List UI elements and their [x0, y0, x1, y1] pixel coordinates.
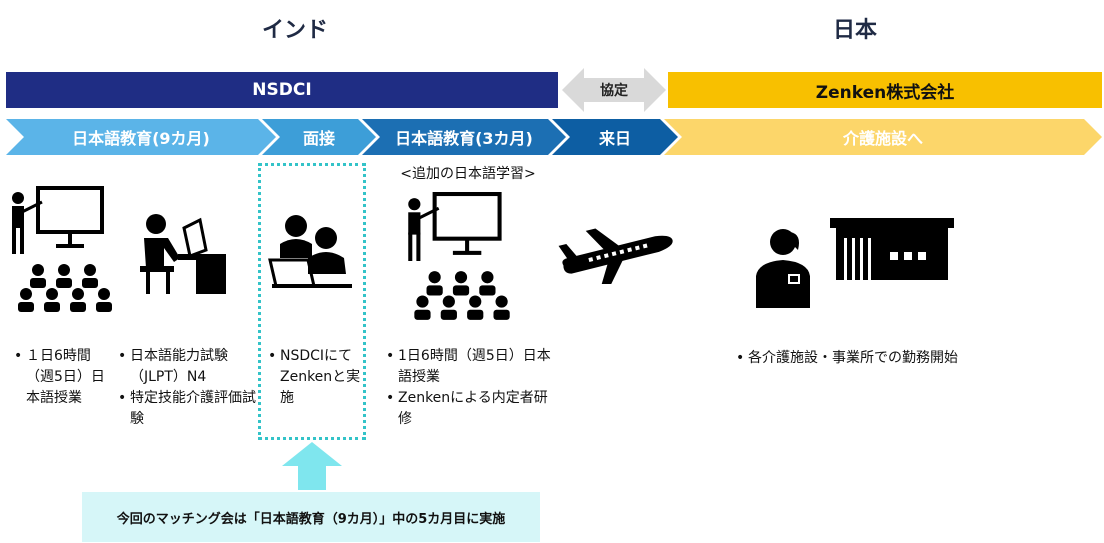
bullet-item: NSDCIにてZenkenと実施 [268, 346, 364, 409]
step-label-3: 日本語教育(3カ月) [395, 129, 533, 148]
agreement-double-arrow [562, 68, 666, 112]
care-facility-building-icon [830, 218, 954, 280]
nsdci-bar: NSDCI [6, 72, 558, 108]
classroom-teacher-icon [12, 186, 112, 312]
step-label-5: 介護施設へ [842, 129, 923, 148]
agreement-label: 協定 [600, 83, 628, 99]
zenken-bar: Zenken株式会社 [668, 72, 1102, 108]
bullet-item: １日6時間（週5日）日本語授業 [14, 346, 118, 409]
bullet-item: 1日6時間（週5日）日本語授業 [386, 346, 554, 388]
exam-desk-icon [140, 214, 226, 294]
bullet-item: 特定技能介護評価試験 [118, 388, 258, 430]
chevron-step-4 [552, 119, 678, 155]
chevron-step-3 [362, 119, 566, 155]
region-title-india: インド [261, 18, 328, 43]
region-title-japan: 日本 [832, 18, 877, 43]
chevron-step-5 [664, 119, 1102, 155]
bullets-col1: １日6時間（週5日）日本語授業 [14, 346, 118, 409]
caregiver-icon [756, 229, 810, 308]
matching-event-note: 今回のマッチング会は「日本語教育（9カ月）」中の5カ月目に実施 [82, 492, 540, 542]
bullets-col5: 各介護施設・事業所での勤務開始 [736, 348, 1016, 369]
up-arrow-icon [282, 442, 342, 490]
extra-study-caption: <追加の日本語学習> [400, 166, 536, 182]
step-chevrons [6, 119, 1102, 155]
bullets-col4: 1日6時間（週5日）日本語授業 Zenkenによる内定者研修 [386, 346, 554, 430]
interview-highlight-box [258, 163, 366, 440]
step-label-2: 面接 [302, 129, 335, 148]
bullet-item: Zenkenによる内定者研修 [386, 388, 554, 430]
bullets-col3: NSDCIにてZenkenと実施 [268, 346, 364, 409]
classroom-teacher-icon-2 [408, 192, 510, 320]
bullet-item: 各介護施設・事業所での勤務開始 [736, 348, 1016, 369]
bullets-col2: 日本語能力試験（JLPT）N4 特定技能介護評価試験 [118, 346, 258, 430]
step-label-1: 日本語教育(9カ月) [72, 129, 210, 148]
chevron-step-2 [262, 119, 376, 155]
chevron-step-1 [6, 119, 276, 155]
airplane-icon [558, 228, 673, 284]
bullet-item: 日本語能力試験（JLPT）N4 [118, 346, 258, 388]
step-label-4: 来日 [598, 129, 631, 148]
interview-icon [268, 215, 352, 288]
